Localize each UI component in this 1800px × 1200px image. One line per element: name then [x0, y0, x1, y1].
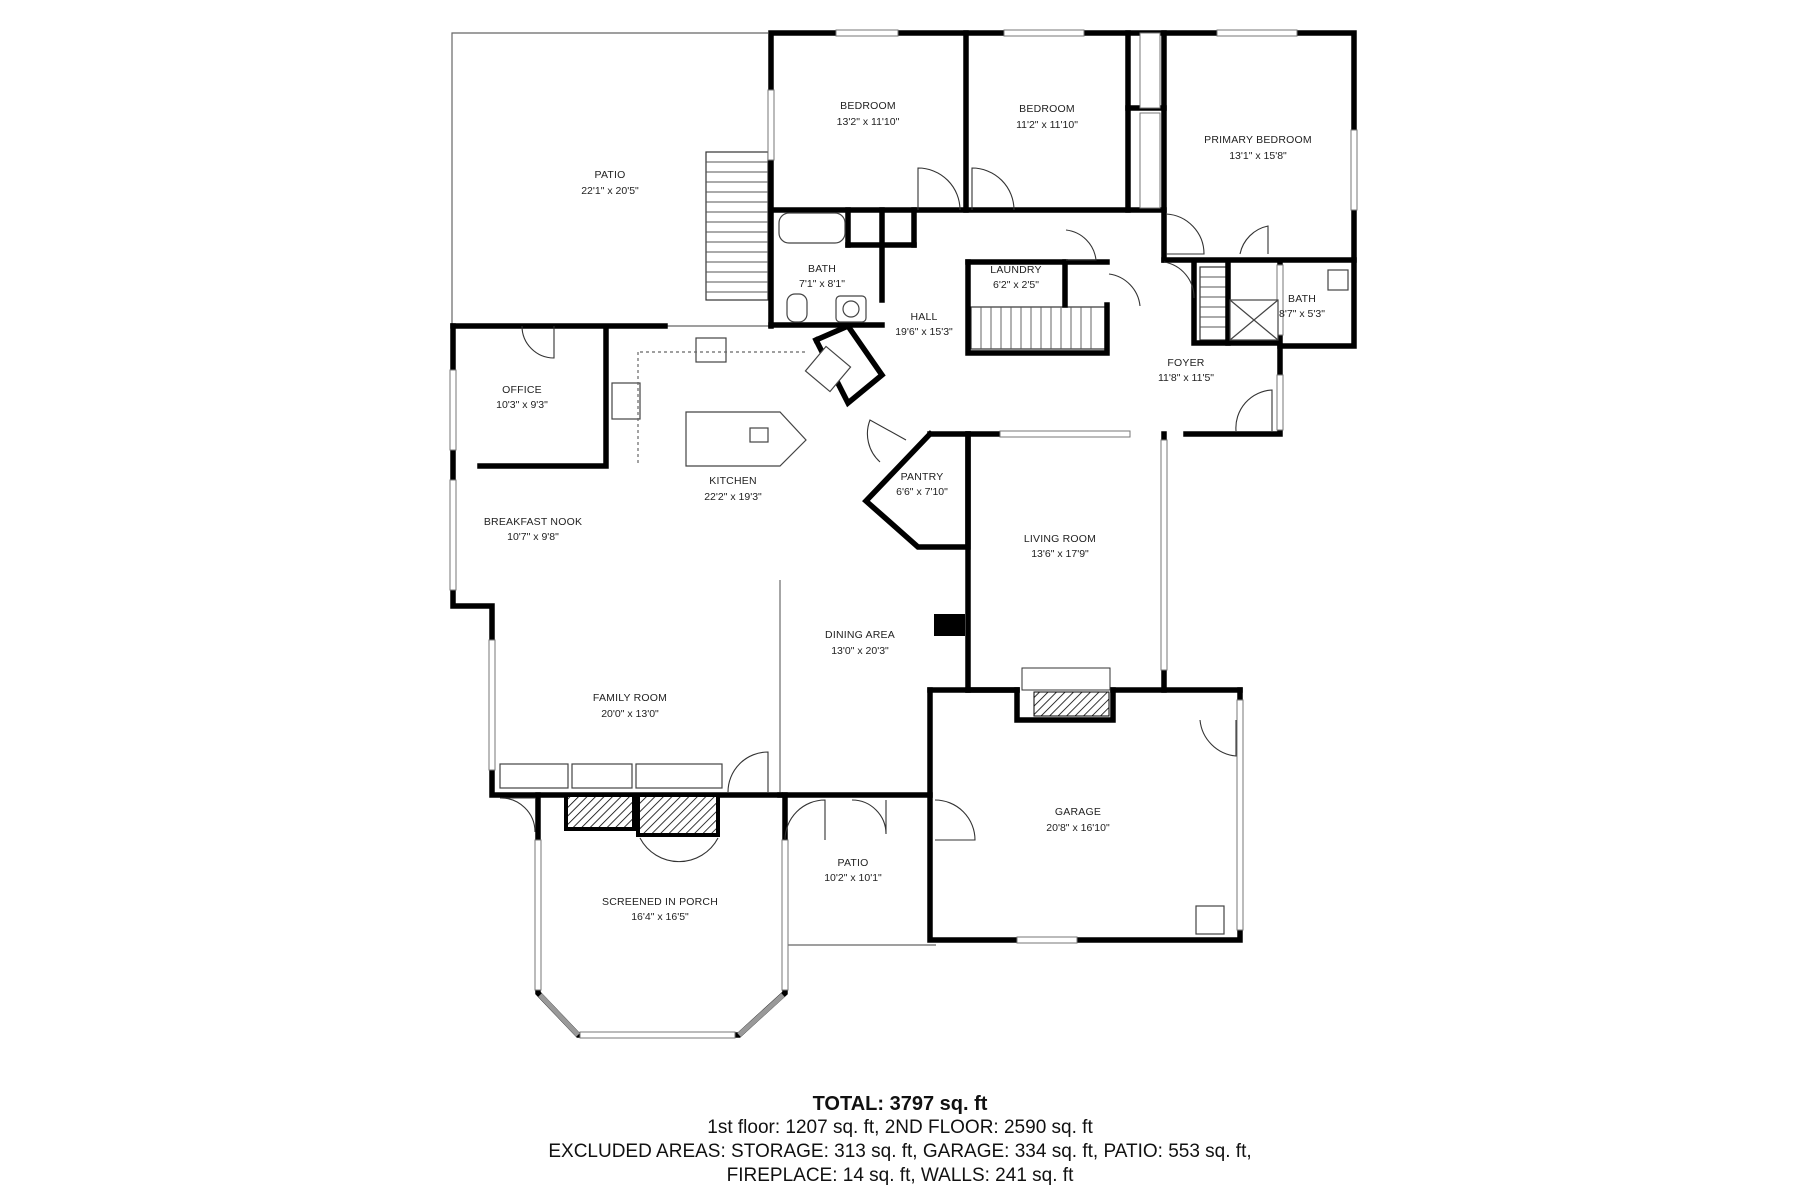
room-dims-bedroom-2: 11'2" x 11'10"	[1016, 119, 1078, 131]
room-name-bath-1: BATH	[808, 263, 836, 275]
room-name-dining-area: DINING AREA	[825, 629, 895, 641]
room-dims-patio-small: 10'2" x 10'1"	[824, 872, 882, 884]
room-dims-patio-top: 22'1" x 20'5"	[581, 185, 639, 197]
room-dims-garage: 20'8" x 16'10"	[1046, 822, 1110, 834]
room-dims-primary-bedroom: 13'1" x 15'8"	[1229, 150, 1287, 162]
room-dims-kitchen: 22'2" x 19'3"	[704, 491, 762, 503]
stairs-foyer	[1199, 266, 1229, 341]
room-dims-hall: 19'6" x 15'3"	[895, 326, 953, 338]
room-dims-bath-1: 7'1" x 8'1"	[799, 278, 845, 290]
room-name-family-room: FAMILY ROOM	[593, 692, 667, 704]
walls	[450, 30, 1357, 1038]
fireplace-living	[1033, 691, 1110, 717]
room-name-kitchen: KITCHEN	[709, 475, 757, 487]
stairs-patio	[705, 151, 769, 301]
room-name-hall: HALL	[910, 311, 937, 323]
room-dims-bedroom-1: 13'2" x 11'10"	[837, 116, 900, 128]
room-name-breakfast-nook: BREAKFAST NOOK	[484, 516, 582, 528]
excluded-areas: EXCLUDED AREAS: STORAGE: 313 sq. ft, GAR…	[548, 1141, 1252, 1162]
fireplace-walls-areas: FIREPLACE: 14 sq. ft, WALLS: 241 sq. ft	[726, 1165, 1074, 1186]
room-dims-family-room: 20'0" x 13'0"	[601, 708, 659, 720]
room-name-living-room: LIVING ROOM	[1024, 533, 1096, 545]
floor-areas: 1st floor: 1207 sq. ft, 2ND FLOOR: 2590 …	[707, 1117, 1093, 1138]
room-name-laundry: LAUNDRY	[990, 264, 1041, 276]
room-dims-bath-2: 8'7" x 5'3"	[1279, 308, 1325, 320]
room-dims-screened-porch: 16'4" x 16'5"	[631, 911, 689, 923]
room-dims-breakfast-nook: 10'7" x 9'8"	[507, 531, 559, 543]
stairs-hall	[970, 306, 1108, 350]
fixtures	[499, 212, 1349, 935]
room-name-bath-2: BATH	[1288, 293, 1316, 305]
room-name-pantry: PANTRY	[901, 471, 944, 483]
room-name-patio-top: PATIO	[595, 169, 626, 181]
room-name-office: OFFICE	[502, 384, 542, 396]
total-area: TOTAL: 3797 sq. ft	[812, 1093, 988, 1115]
room-name-patio-small: PATIO	[838, 857, 869, 869]
room-name-garage: GARAGE	[1055, 806, 1101, 818]
room-dims-office: 10'3" x 9'3"	[496, 399, 548, 411]
room-dims-laundry: 6'2" x 2'5"	[993, 279, 1039, 291]
room-name-bedroom-2: BEDROOM	[1019, 103, 1075, 115]
room-dims-foyer: 11'8" x 11'5"	[1158, 372, 1214, 384]
fireplace-hearth	[1021, 667, 1111, 691]
room-dims-living-room: 13'6" x 17'9"	[1031, 548, 1089, 560]
doors	[499, 167, 1273, 863]
windows	[449, 29, 1358, 1039]
room-name-bedroom-1: BEDROOM	[840, 100, 896, 112]
room-dims-pantry: 6'6" x 7'10"	[896, 486, 948, 498]
room-labels: PATIO 22'1" x 20'5" BEDROOM 13'2" x 11'1…	[484, 100, 1325, 923]
room-dims-dining-area: 13'0" x 20'3"	[831, 645, 889, 657]
room-name-primary-bedroom: PRIMARY BEDROOM	[1204, 134, 1312, 146]
area-summary: TOTAL: 3797 sq. ft 1st floor: 1207 sq. f…	[0, 1092, 1800, 1188]
room-name-screened-porch: SCREENED IN PORCH	[602, 896, 718, 908]
room-name-foyer: FOYER	[1167, 357, 1204, 369]
